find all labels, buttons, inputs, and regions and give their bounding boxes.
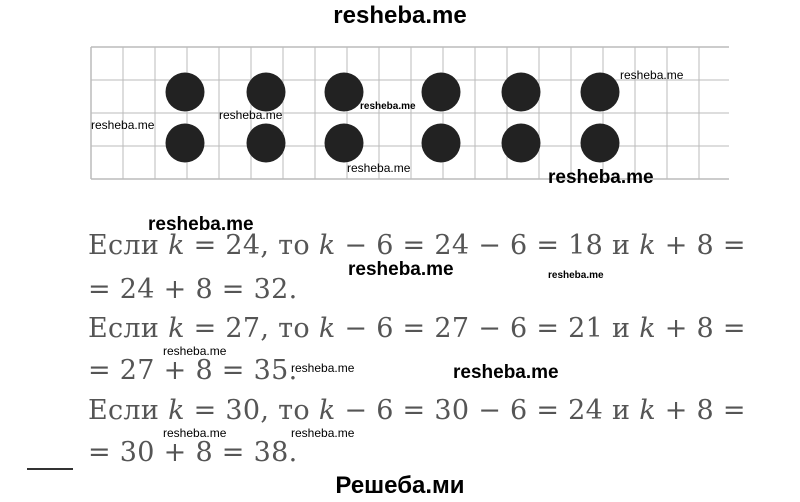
watermark: resheba.me bbox=[148, 214, 254, 235]
watermark: resheba.me bbox=[163, 426, 227, 440]
watermark: resheba.me bbox=[163, 344, 227, 358]
dot-bottom bbox=[246, 123, 286, 163]
watermark: resheba.me bbox=[291, 361, 355, 375]
dot-bottom bbox=[501, 123, 541, 163]
dot-top bbox=[165, 72, 205, 112]
dot-bottom bbox=[580, 123, 620, 163]
divider bbox=[27, 468, 73, 470]
equation-line: = 24 + 8 = 32. bbox=[88, 274, 298, 305]
watermark: resheba.me bbox=[291, 426, 355, 440]
dot-top bbox=[421, 72, 461, 112]
watermark: resheba.me bbox=[548, 167, 654, 188]
dot-bottom bbox=[324, 123, 364, 163]
dot-bottom bbox=[421, 123, 461, 163]
site-title: resheba.me bbox=[333, 2, 467, 29]
dot-top bbox=[246, 72, 286, 112]
dot-top bbox=[324, 72, 364, 112]
dot-grid-figure bbox=[90, 46, 729, 180]
watermark: resheba.me bbox=[219, 108, 283, 122]
watermark: resheba.me bbox=[620, 68, 684, 82]
watermark: resheba.me bbox=[91, 118, 155, 132]
equation-line: Если k = 30, то k − 6 = 30 − 6 = 24 и k … bbox=[88, 395, 746, 426]
dot-bottom bbox=[165, 123, 205, 163]
dots bbox=[165, 72, 620, 163]
footer-site-name: Решеба.ми bbox=[335, 472, 465, 499]
equation-line: = 27 + 8 = 35. bbox=[88, 355, 298, 386]
watermark: resheba.me bbox=[347, 161, 411, 175]
equation-line: Если k = 27, то k − 6 = 27 − 6 = 21 и k … bbox=[88, 313, 746, 344]
equation-line: Если k = 24, то k − 6 = 24 − 6 = 18 и k … bbox=[88, 230, 746, 261]
dot-top bbox=[501, 72, 541, 112]
watermark: resheba.me bbox=[453, 362, 559, 383]
dot-top bbox=[580, 72, 620, 112]
watermark: resheba.me bbox=[348, 259, 454, 280]
watermark: resheba.me bbox=[548, 270, 604, 281]
equation-line: = 30 + 8 = 38. bbox=[88, 437, 298, 468]
watermark: resheba.me bbox=[360, 101, 416, 112]
